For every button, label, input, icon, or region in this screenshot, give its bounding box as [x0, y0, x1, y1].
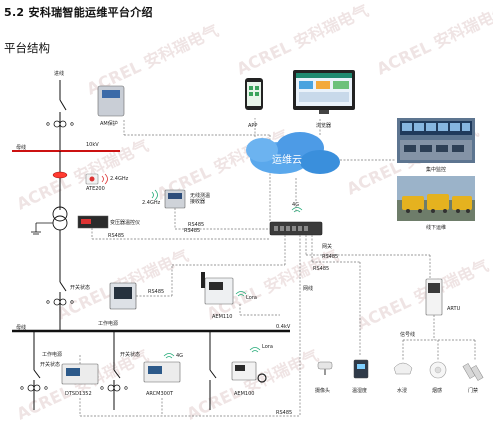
gateway-ports: [274, 226, 308, 231]
gateway-label: 网关: [322, 243, 332, 250]
phi-label: Φ: [124, 386, 128, 392]
4g-label-b: 4G: [176, 353, 183, 359]
ate200-label: ATE200: [86, 186, 105, 192]
breaker-switch: [113, 369, 121, 379]
incoming-switch: [59, 99, 67, 111]
monitor-center-label: 集中监控: [426, 166, 446, 173]
breaker-switch: [59, 281, 67, 292]
cloud-label: 运维云: [272, 153, 302, 166]
4g-label-a: 4G: [292, 202, 299, 208]
switch-state-b-label: 开关状态: [40, 361, 60, 368]
temp-humid-icon: [353, 359, 369, 379]
door-label: 门禁: [468, 387, 478, 394]
network-label: 网线: [303, 285, 313, 292]
temp-humid-label: 温湿度: [352, 387, 367, 394]
ct-symbol: [27, 384, 35, 392]
aem110-device: [204, 277, 234, 305]
breaker-switch: [33, 369, 41, 379]
ct-symbol: [59, 298, 67, 306]
rs485-d-label: RS485: [322, 254, 338, 260]
freq-label-b: 2.4GHz: [142, 200, 161, 206]
rs485-b-label: RS485: [188, 222, 204, 228]
lora-signal-icon: [249, 347, 261, 353]
wireless-icon: [101, 173, 108, 185]
work-power-b-label: 工作电源: [42, 351, 62, 358]
watermark-text: ACREL 安科瑞电气: [374, 1, 493, 79]
aem100-ct: [257, 373, 267, 383]
ate200-sensor: [52, 171, 68, 179]
watermark-text: ACREL 安科瑞电气: [184, 346, 322, 424]
switch-state-c-label: 开关状态: [120, 351, 140, 358]
lora-signal-icon: [235, 291, 247, 297]
phi-label: Φ: [46, 122, 50, 128]
bus-top-label: 母线: [16, 144, 26, 151]
ate200-indicator: [89, 176, 95, 182]
phi-label: Φ: [44, 386, 48, 392]
watermark-text: ACREL 安科瑞电气: [354, 256, 492, 334]
phi-label: Φ: [100, 386, 104, 392]
wireless-receiver-label-2: 接收器: [190, 198, 205, 205]
bus-bottom-label: 母线: [16, 324, 26, 331]
section-title: 5.2 安科瑞智能运维平台介绍: [4, 6, 153, 19]
rs485-c-label: RS485: [148, 289, 164, 295]
artu-label: ARTU: [447, 306, 461, 312]
temp-controller-display: [81, 219, 91, 224]
ct-symbol: [59, 120, 67, 128]
signal-line-label: 信号线: [400, 331, 415, 338]
4g-signal-icon: [163, 353, 175, 359]
transformer-secondary: [52, 215, 68, 231]
cloud-icon: [246, 132, 340, 174]
incoming-label: 进线: [54, 70, 64, 77]
ct-symbol: [113, 384, 121, 392]
transformer-primary: [52, 206, 68, 222]
watermark-text: ACREL 安科瑞电气: [14, 136, 152, 214]
bus-04kv-label: 0.4kV: [276, 324, 291, 330]
phi-label: Φ: [70, 300, 74, 306]
switch-state-label: 开关状态: [70, 284, 90, 291]
door-icon: [462, 363, 484, 381]
aem110-antenna: [201, 272, 205, 288]
arcm300t-label: ARCM300T: [146, 391, 174, 397]
dtsd1352-label: DTSD1352: [65, 391, 92, 397]
ct-symbol: [33, 384, 41, 392]
4g-signal-icon: [291, 207, 303, 213]
work-power-label: 工作电源: [98, 320, 118, 327]
rs485-e-label: RS485: [313, 266, 329, 272]
water-label: 水浸: [397, 387, 407, 394]
watermark-text: ACREL 安科瑞电气: [234, 1, 372, 79]
power-meter-screen: [114, 287, 132, 299]
aem100-label: AEM100: [234, 391, 254, 397]
ct-symbol: [53, 120, 61, 128]
breaker-switch: [209, 369, 217, 379]
lora-b-label: Lora: [262, 344, 273, 350]
phi-label: Φ: [46, 300, 50, 306]
ct-symbol: [107, 384, 115, 392]
browser-label: 浏览器: [316, 122, 331, 129]
transformer-temp-label: 变压器温控仪: [110, 219, 140, 226]
wireless-receiver-label-1: 无线测温: [190, 192, 210, 199]
rs485-f-label: RS485: [276, 410, 292, 416]
lora-a-label: Lora: [246, 295, 257, 301]
camera-icon: [317, 361, 333, 375]
rs485-a-label: RS485: [108, 233, 124, 239]
section-subtitle: 平台结构: [4, 41, 50, 55]
phi-label: Φ: [70, 122, 74, 128]
water-icon: [393, 362, 413, 375]
smoke-label: 烟感: [432, 387, 442, 394]
aem110-label: AEM110: [212, 314, 232, 320]
freq-label: 2.4GHz: [110, 176, 129, 182]
onsite-label: 线下运维: [426, 224, 446, 231]
bus-10kv-label: 10kV: [86, 142, 99, 148]
receiver-screen: [168, 193, 182, 199]
smoke-icon: [429, 361, 447, 379]
wireless-icon: [151, 189, 158, 201]
relay-screen: [102, 90, 120, 98]
camera-label: 摄像头: [315, 387, 330, 394]
monitor-stand: [319, 110, 329, 114]
phi-label: Φ: [20, 386, 24, 392]
am-protect-label: AM保护: [100, 120, 118, 127]
app-label: APP: [248, 123, 257, 129]
rs485-g-label: RS485: [184, 228, 200, 234]
